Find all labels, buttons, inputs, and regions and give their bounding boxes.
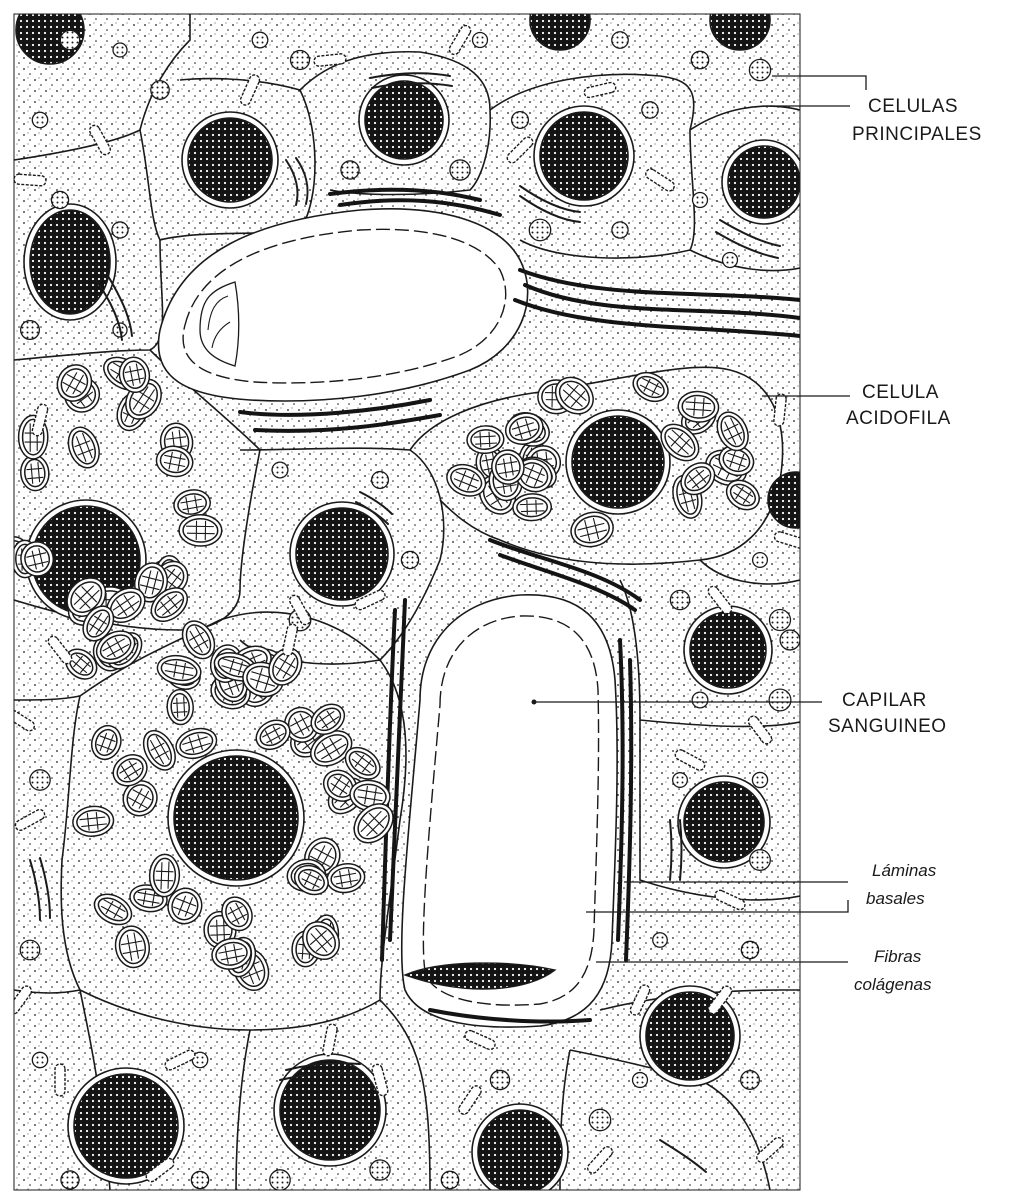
secretory-granule xyxy=(753,553,768,568)
label-laminas-line1: Láminas xyxy=(872,861,937,880)
label-acidofila-line2: ACIDOFILA xyxy=(846,408,951,429)
secretory-granule xyxy=(653,933,668,948)
secretory-granule xyxy=(750,850,771,871)
secretory-granule xyxy=(30,770,50,790)
secretory-granule xyxy=(113,43,127,57)
secretory-granule xyxy=(272,462,288,478)
tissue-section xyxy=(0,0,824,1199)
secretory-granule xyxy=(741,1071,760,1090)
secretory-granule xyxy=(670,590,689,609)
secretory-granule xyxy=(490,1070,509,1089)
secretory-granule xyxy=(401,551,418,568)
secretory-granule xyxy=(291,51,310,70)
label-laminas-line2: basales xyxy=(866,889,925,908)
secretory-granule xyxy=(370,1160,390,1180)
secretory-granule xyxy=(441,1171,458,1188)
secretory-granule xyxy=(749,59,770,80)
mitochondrion xyxy=(149,854,180,897)
secretory-granule xyxy=(673,773,688,788)
mitochondrion xyxy=(179,514,222,546)
secretory-granule xyxy=(741,941,758,958)
secretory-granule xyxy=(512,112,529,129)
secretory-granule xyxy=(21,321,40,340)
secretory-granule xyxy=(752,772,767,787)
secretory-granule xyxy=(32,112,47,127)
secretory-granule xyxy=(633,1073,648,1088)
secretory-granule xyxy=(191,1171,208,1188)
secretory-granule xyxy=(51,191,68,208)
secretory-granule xyxy=(270,1170,290,1190)
secretory-granule xyxy=(612,222,628,238)
label-celulas-line1: CELULAS xyxy=(868,96,958,117)
secretory-granule xyxy=(473,33,488,48)
lower-capillary-wall xyxy=(402,595,617,1027)
secretory-granule xyxy=(112,222,128,238)
secretory-granule xyxy=(780,630,800,650)
secretory-granule xyxy=(151,81,169,99)
secretory-granule xyxy=(529,219,550,240)
secretory-granule xyxy=(32,1052,47,1067)
secretory-granule xyxy=(642,102,658,118)
secretory-granule xyxy=(372,472,389,489)
label-acidofila-line1: CELULA xyxy=(862,382,939,403)
secretory-granule xyxy=(770,610,791,631)
secretory-granule xyxy=(692,692,708,708)
secretory-granule xyxy=(61,1171,79,1189)
secretory-granule xyxy=(341,161,359,179)
secretory-granule xyxy=(723,253,738,268)
label-fibras-line1: Fibras xyxy=(874,947,922,966)
secretory-granule xyxy=(450,160,470,180)
capillary-pointer-dot xyxy=(532,700,537,705)
mitochondrion xyxy=(512,493,551,521)
secretory-granule xyxy=(612,32,628,48)
secretory-granule xyxy=(693,193,708,208)
label-capilar-line1: CAPILAR xyxy=(842,690,927,711)
secretory-granule xyxy=(252,32,268,48)
secretory-granule xyxy=(60,30,79,49)
label-fibras-line2: colágenas xyxy=(854,975,932,994)
secretory-granule xyxy=(589,1109,610,1130)
secretory-granule xyxy=(20,940,40,960)
rod-organelle xyxy=(55,1064,65,1096)
label-celulas-line2: PRINCIPALES xyxy=(852,124,982,145)
secretory-granule xyxy=(769,689,791,711)
label-capilar-line2: SANGUINEO xyxy=(828,716,947,737)
secretory-granule xyxy=(691,51,708,68)
